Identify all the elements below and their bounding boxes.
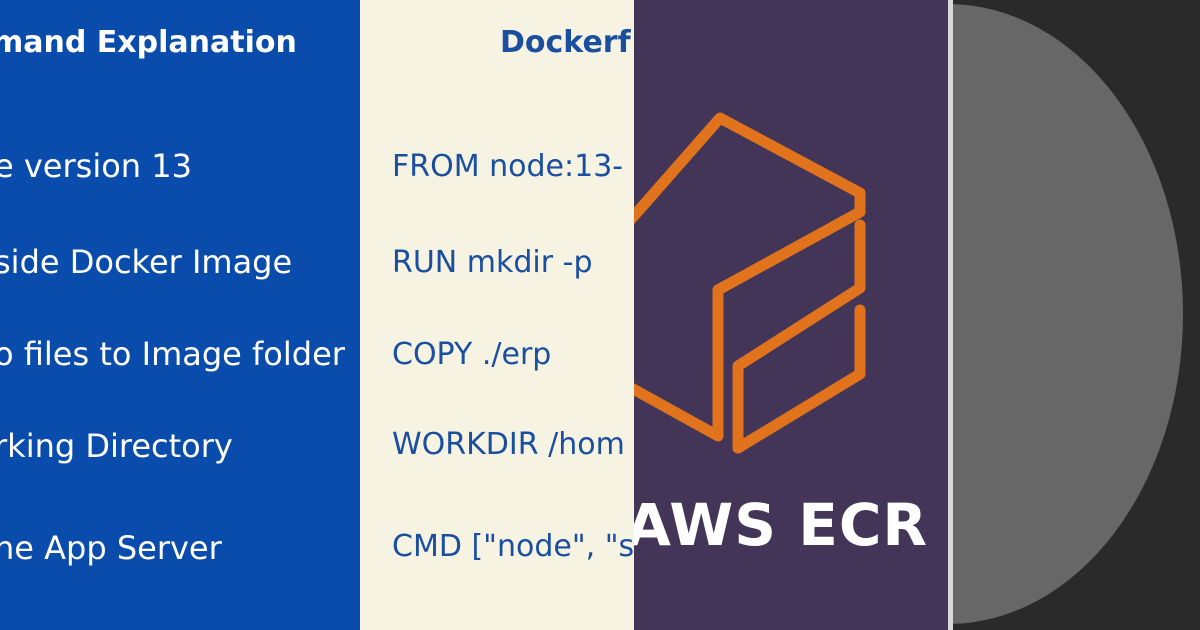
explanation-row: rking Directory xyxy=(0,427,233,465)
command-explanation-title: mand Explanation xyxy=(0,25,297,60)
panel-divider xyxy=(948,0,953,630)
explanation-row: o files to Image folder xyxy=(0,335,345,373)
explanation-row: he App Server xyxy=(0,529,222,567)
dockerfile-line: WORKDIR /hom xyxy=(392,427,625,462)
aws-ecr-cube-icon xyxy=(634,112,866,454)
dockerfile-title: Dockerf xyxy=(500,25,631,60)
explanation-row: side Docker Image xyxy=(0,243,293,281)
command-explanation-panel: mand Explanation e version 13 side Docke… xyxy=(0,0,360,630)
dockerfile-line: COPY ./erp xyxy=(392,337,552,372)
dockerfile-line: FROM node:13- xyxy=(392,149,624,184)
aws-ecr-panel: AWS ECR xyxy=(634,0,948,630)
aws-ecr-label: AWS ECR xyxy=(634,491,929,559)
explanation-row: e version 13 xyxy=(0,147,192,185)
dockerfile-line: RUN mkdir -p xyxy=(392,245,593,280)
grey-disc xyxy=(953,4,1183,624)
dockerfile-line: CMD ["node", "s xyxy=(392,529,634,564)
dockerfile-panel: Dockerf FROM node:13- RUN mkdir -p COPY … xyxy=(360,0,634,630)
dark-disc-panel xyxy=(953,0,1200,630)
